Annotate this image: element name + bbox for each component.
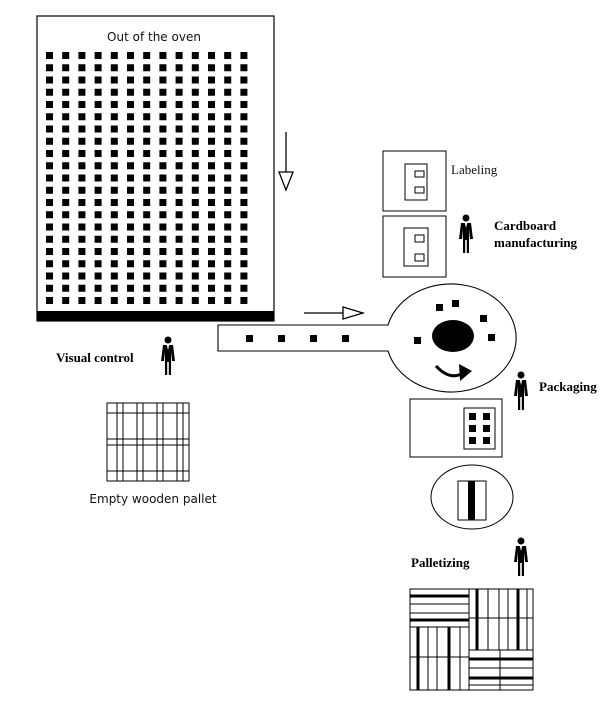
rotary-product: [414, 337, 421, 344]
rotary-hub: [432, 320, 474, 352]
rotary-product: [488, 334, 495, 341]
labeling-label: Labeling: [451, 162, 498, 177]
rotary-product: [436, 304, 443, 311]
cardboard-worker-icon: [459, 214, 473, 253]
rotary-product: [452, 300, 459, 307]
oven-label: Out of the oven: [107, 30, 201, 44]
arrow-down-icon: [278, 132, 294, 192]
packaging-label: Packaging: [539, 379, 597, 394]
conveyor-and-rotary-table: [217, 283, 517, 393]
visual-control-worker-icon: [161, 336, 175, 375]
packed-box: [409, 398, 503, 458]
conveyor-product: [278, 335, 285, 342]
conveyor-product: [342, 335, 349, 342]
curved-arrow-icon: [434, 364, 472, 381]
visual-control-label: Visual control: [56, 350, 134, 365]
cardboard-label-line2: manufacturing: [494, 235, 578, 250]
conveyor-product: [310, 335, 317, 342]
rotary-product: [480, 315, 487, 322]
oven-rack: Out of the oven: [36, 15, 275, 322]
cardboard-label-line1: Cardboard: [494, 218, 557, 233]
cardboard-machine: [382, 215, 447, 278]
oven-product-grid: [46, 52, 248, 304]
packaging-worker-icon: [514, 371, 528, 410]
empty-pallet: [106, 402, 190, 482]
conveyor-product: [246, 335, 253, 342]
labeling-machine: [382, 150, 447, 212]
empty-pallet-label: Empty wooden pallet: [89, 492, 216, 506]
palletizing-worker-icon: [514, 537, 528, 576]
loaded-pallet: [409, 588, 534, 691]
arrow-right-icon: [304, 306, 366, 320]
palletizing-label: Palletizing: [411, 555, 470, 570]
box-transfer-station: [430, 464, 514, 530]
